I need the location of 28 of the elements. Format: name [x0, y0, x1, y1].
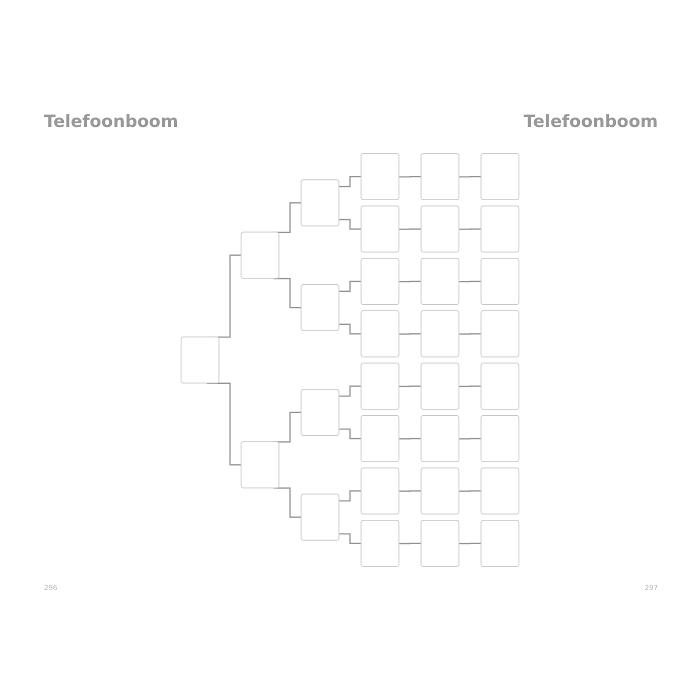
connector	[399, 228, 422, 230]
connector	[459, 280, 482, 282]
connector	[459, 490, 482, 492]
connector	[459, 542, 482, 544]
connector	[399, 542, 422, 544]
connector	[339, 280, 362, 292]
connector	[459, 228, 482, 230]
connector	[339, 176, 362, 188]
connector	[273, 278, 302, 308]
connector	[399, 280, 422, 282]
connector	[339, 533, 362, 544]
page-heading: Telefoonboom	[524, 112, 658, 132]
connector	[399, 386, 422, 388]
connector	[339, 490, 362, 502]
connector	[459, 176, 482, 178]
connector	[459, 438, 482, 440]
connector	[339, 324, 362, 335]
connector	[399, 333, 422, 335]
connector	[399, 438, 422, 440]
connector	[459, 333, 482, 335]
connector	[273, 487, 302, 518]
connector	[339, 428, 362, 440]
connector	[339, 386, 362, 397]
connector	[339, 218, 362, 230]
connector	[399, 490, 422, 492]
connector	[399, 176, 422, 178]
page-heading: Telefoonboom	[44, 112, 178, 132]
connector	[459, 386, 482, 388]
